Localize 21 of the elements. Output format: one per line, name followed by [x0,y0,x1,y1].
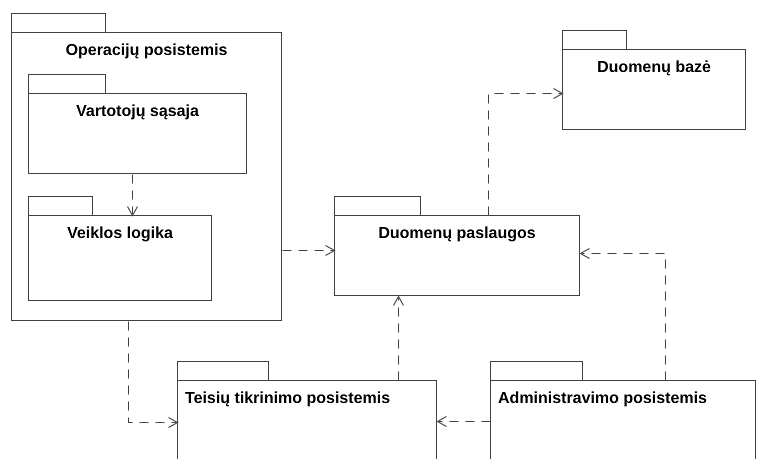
dependency-arrow [128,321,178,428]
dependency-arrow [580,248,666,381]
dependency-arrow [126,174,138,216]
package-name: Duomenų bazė [596,58,712,78]
package-symbol [562,30,746,130]
dependency-arrow [282,244,336,256]
package-name: Vartotojų sąsaja [75,102,200,122]
dependency-arrow [392,296,404,381]
package-name: Operacijų posistemis [64,41,228,61]
package-symbol [28,74,247,174]
package-name: Administravimo posistemis [498,389,707,409]
package-name: Duomenų paslaugos [377,224,537,244]
dependency-arrow [436,416,491,428]
package-symbol [177,361,437,459]
dependency-arrow [488,88,564,216]
package-name: Veiklos logika [66,224,174,244]
package-symbol [334,196,580,296]
package-symbol [28,196,212,301]
package-name: Teisių tikrinimo posistemis [185,389,390,409]
package-symbol [11,13,282,321]
package-symbol [490,361,756,459]
